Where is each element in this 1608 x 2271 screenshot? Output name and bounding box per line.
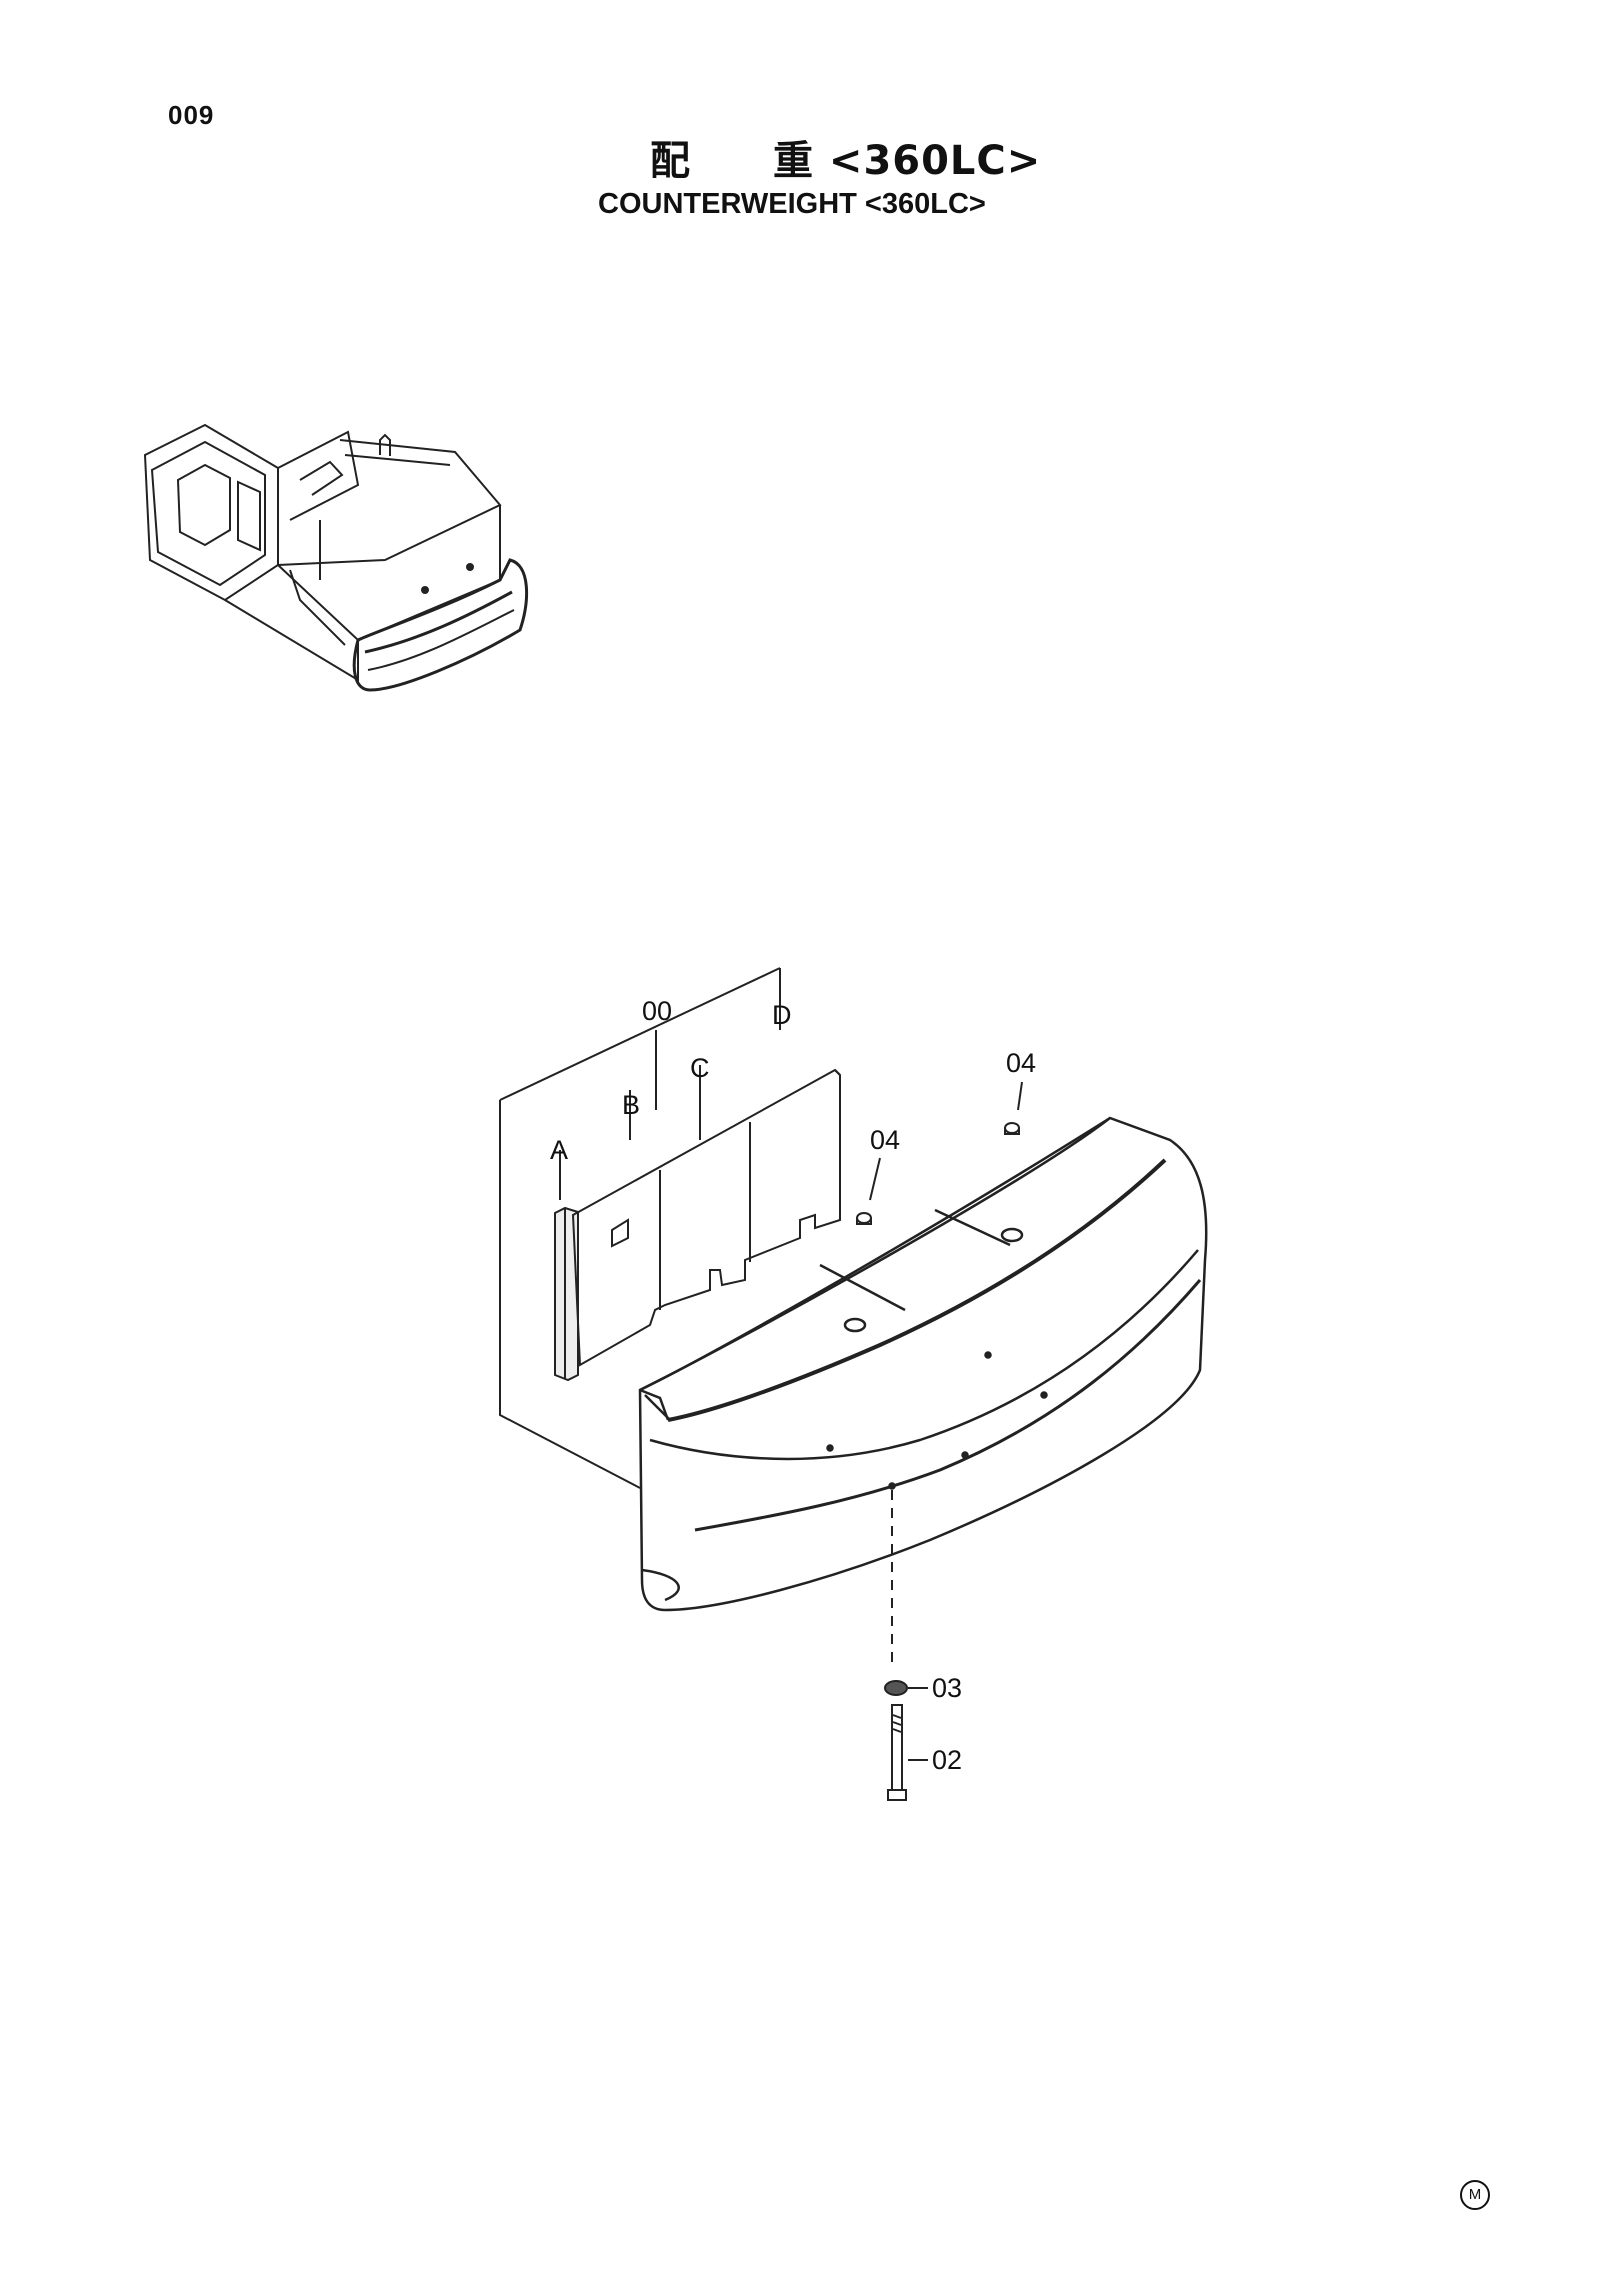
callout-plate-a: A: [550, 1135, 569, 1165]
callout-washer: 03: [932, 1673, 963, 1703]
callout-assembly: 00: [642, 996, 673, 1026]
callout-cap-right: 04: [1006, 1048, 1037, 1078]
page-title-english: COUNTERWEIGHT <360LC>: [598, 188, 986, 220]
cap-parts: [856, 1081, 1023, 1225]
plate-set: [554, 1068, 841, 1382]
callout-bolt: 02: [932, 1745, 963, 1775]
callout-plate-c: C: [690, 1053, 710, 1083]
counterweight-body: [638, 1116, 1208, 1612]
callout-cap-left: 04: [870, 1125, 901, 1155]
callout-plate-d: D: [772, 1000, 792, 1030]
excavator-overview-illustration: [143, 423, 529, 692]
fastener-parts: [884, 1490, 928, 1801]
callout-plate-b: B: [622, 1090, 641, 1120]
page-number: 009: [168, 100, 215, 130]
assembly-leader-lines: [499, 967, 781, 1489]
manufacturer-mark: M: [1460, 2180, 1490, 2210]
page-title-japanese: 配 重 <360LC>: [650, 138, 1042, 184]
